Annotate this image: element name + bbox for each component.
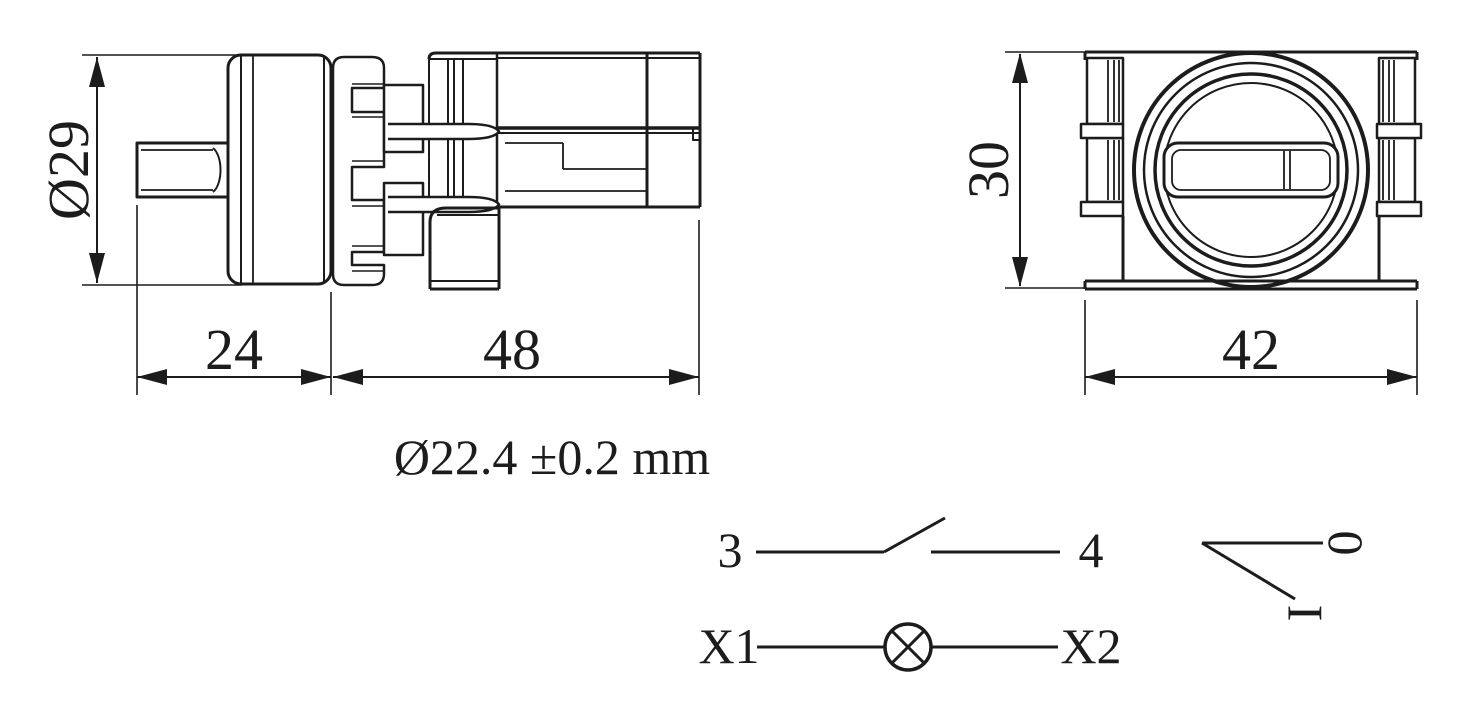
clip-band [1079, 122, 1125, 140]
dim-width-42: 42 [1084, 300, 1418, 395]
selector-handle [1162, 141, 1340, 199]
dim-label-width: 42 [1222, 317, 1280, 382]
block-top-edge [427, 51, 700, 60]
dim-arrow [1012, 257, 1028, 287]
position-indicator: 0 I [1201, 531, 1372, 622]
dim-label-diameter: Ø29 [36, 120, 101, 220]
position-label-1: I [1276, 605, 1332, 622]
knob-tip-arc [212, 147, 222, 193]
collar-outline [331, 55, 386, 287]
mounting-collar [331, 55, 386, 287]
dim-front-depth-24: 24 [136, 205, 332, 395]
clip-band [1375, 122, 1423, 140]
dim-label-rear-depth: 48 [483, 317, 541, 382]
mounting-clip [1377, 136, 1417, 204]
lower-block-outline [428, 206, 499, 289]
side-view: Ø29 24 48 [36, 51, 702, 395]
dim-rear-depth-48: 48 [333, 220, 700, 395]
bezel-outline [226, 53, 333, 286]
panel-cutout-note: Ø22.4 ±0.2 mm [394, 429, 710, 485]
terminal-blade [388, 195, 501, 214]
contact-block [388, 51, 702, 291]
terminal-blade [388, 122, 501, 141]
contact-blade-open [883, 516, 946, 554]
dim-arrow [333, 369, 363, 385]
handle-inner [1171, 149, 1331, 191]
dim-diameter-29: Ø29 [36, 54, 242, 286]
dim-arrow [1012, 53, 1028, 83]
dim-arrow [137, 369, 167, 385]
position-label-0: 0 [1316, 531, 1372, 556]
dim-height-30: 30 [956, 51, 1087, 289]
mounting-clip [1085, 56, 1125, 126]
dim-arrow [669, 369, 699, 385]
block-notch [692, 128, 700, 141]
dim-arrow [1387, 369, 1417, 385]
bezel-head [226, 53, 333, 286]
mounting-clip [1377, 56, 1417, 126]
terminal-label-x2: X2 [1060, 618, 1121, 674]
clip-band [1375, 200, 1423, 218]
bezel-ring [1153, 72, 1349, 268]
handle-outline [1162, 141, 1340, 199]
terminal-label-4: 4 [1079, 522, 1104, 578]
terminal-label-x1: X1 [698, 618, 759, 674]
mounting-clip [1085, 136, 1125, 204]
dim-arrow [301, 369, 331, 385]
dim-arrow [89, 253, 105, 283]
schematic: 3 4 0 I X1 X2 [698, 516, 1372, 674]
step-block [382, 181, 425, 257]
knob-outline [135, 141, 230, 199]
step-block [382, 83, 425, 154]
position-line-1 [1201, 541, 1296, 601]
dim-arrow [1085, 369, 1115, 385]
bezel-ring [1142, 61, 1360, 279]
contact-symbol: 3 4 [718, 516, 1104, 578]
knob-lever [135, 141, 230, 199]
dim-arrow [89, 57, 105, 87]
clip-band [1079, 200, 1125, 218]
lamp-circuit: X1 X2 [698, 618, 1121, 674]
lamp-icon [883, 622, 933, 672]
front-view: 30 42 [956, 50, 1423, 395]
bezel-ring [1132, 51, 1370, 289]
lamp-cross-line [890, 629, 926, 665]
dim-label-height: 30 [956, 141, 1021, 199]
dim-label-front-depth: 24 [205, 317, 263, 382]
terminal-label-3: 3 [718, 522, 743, 578]
lamp-circle [883, 622, 933, 672]
